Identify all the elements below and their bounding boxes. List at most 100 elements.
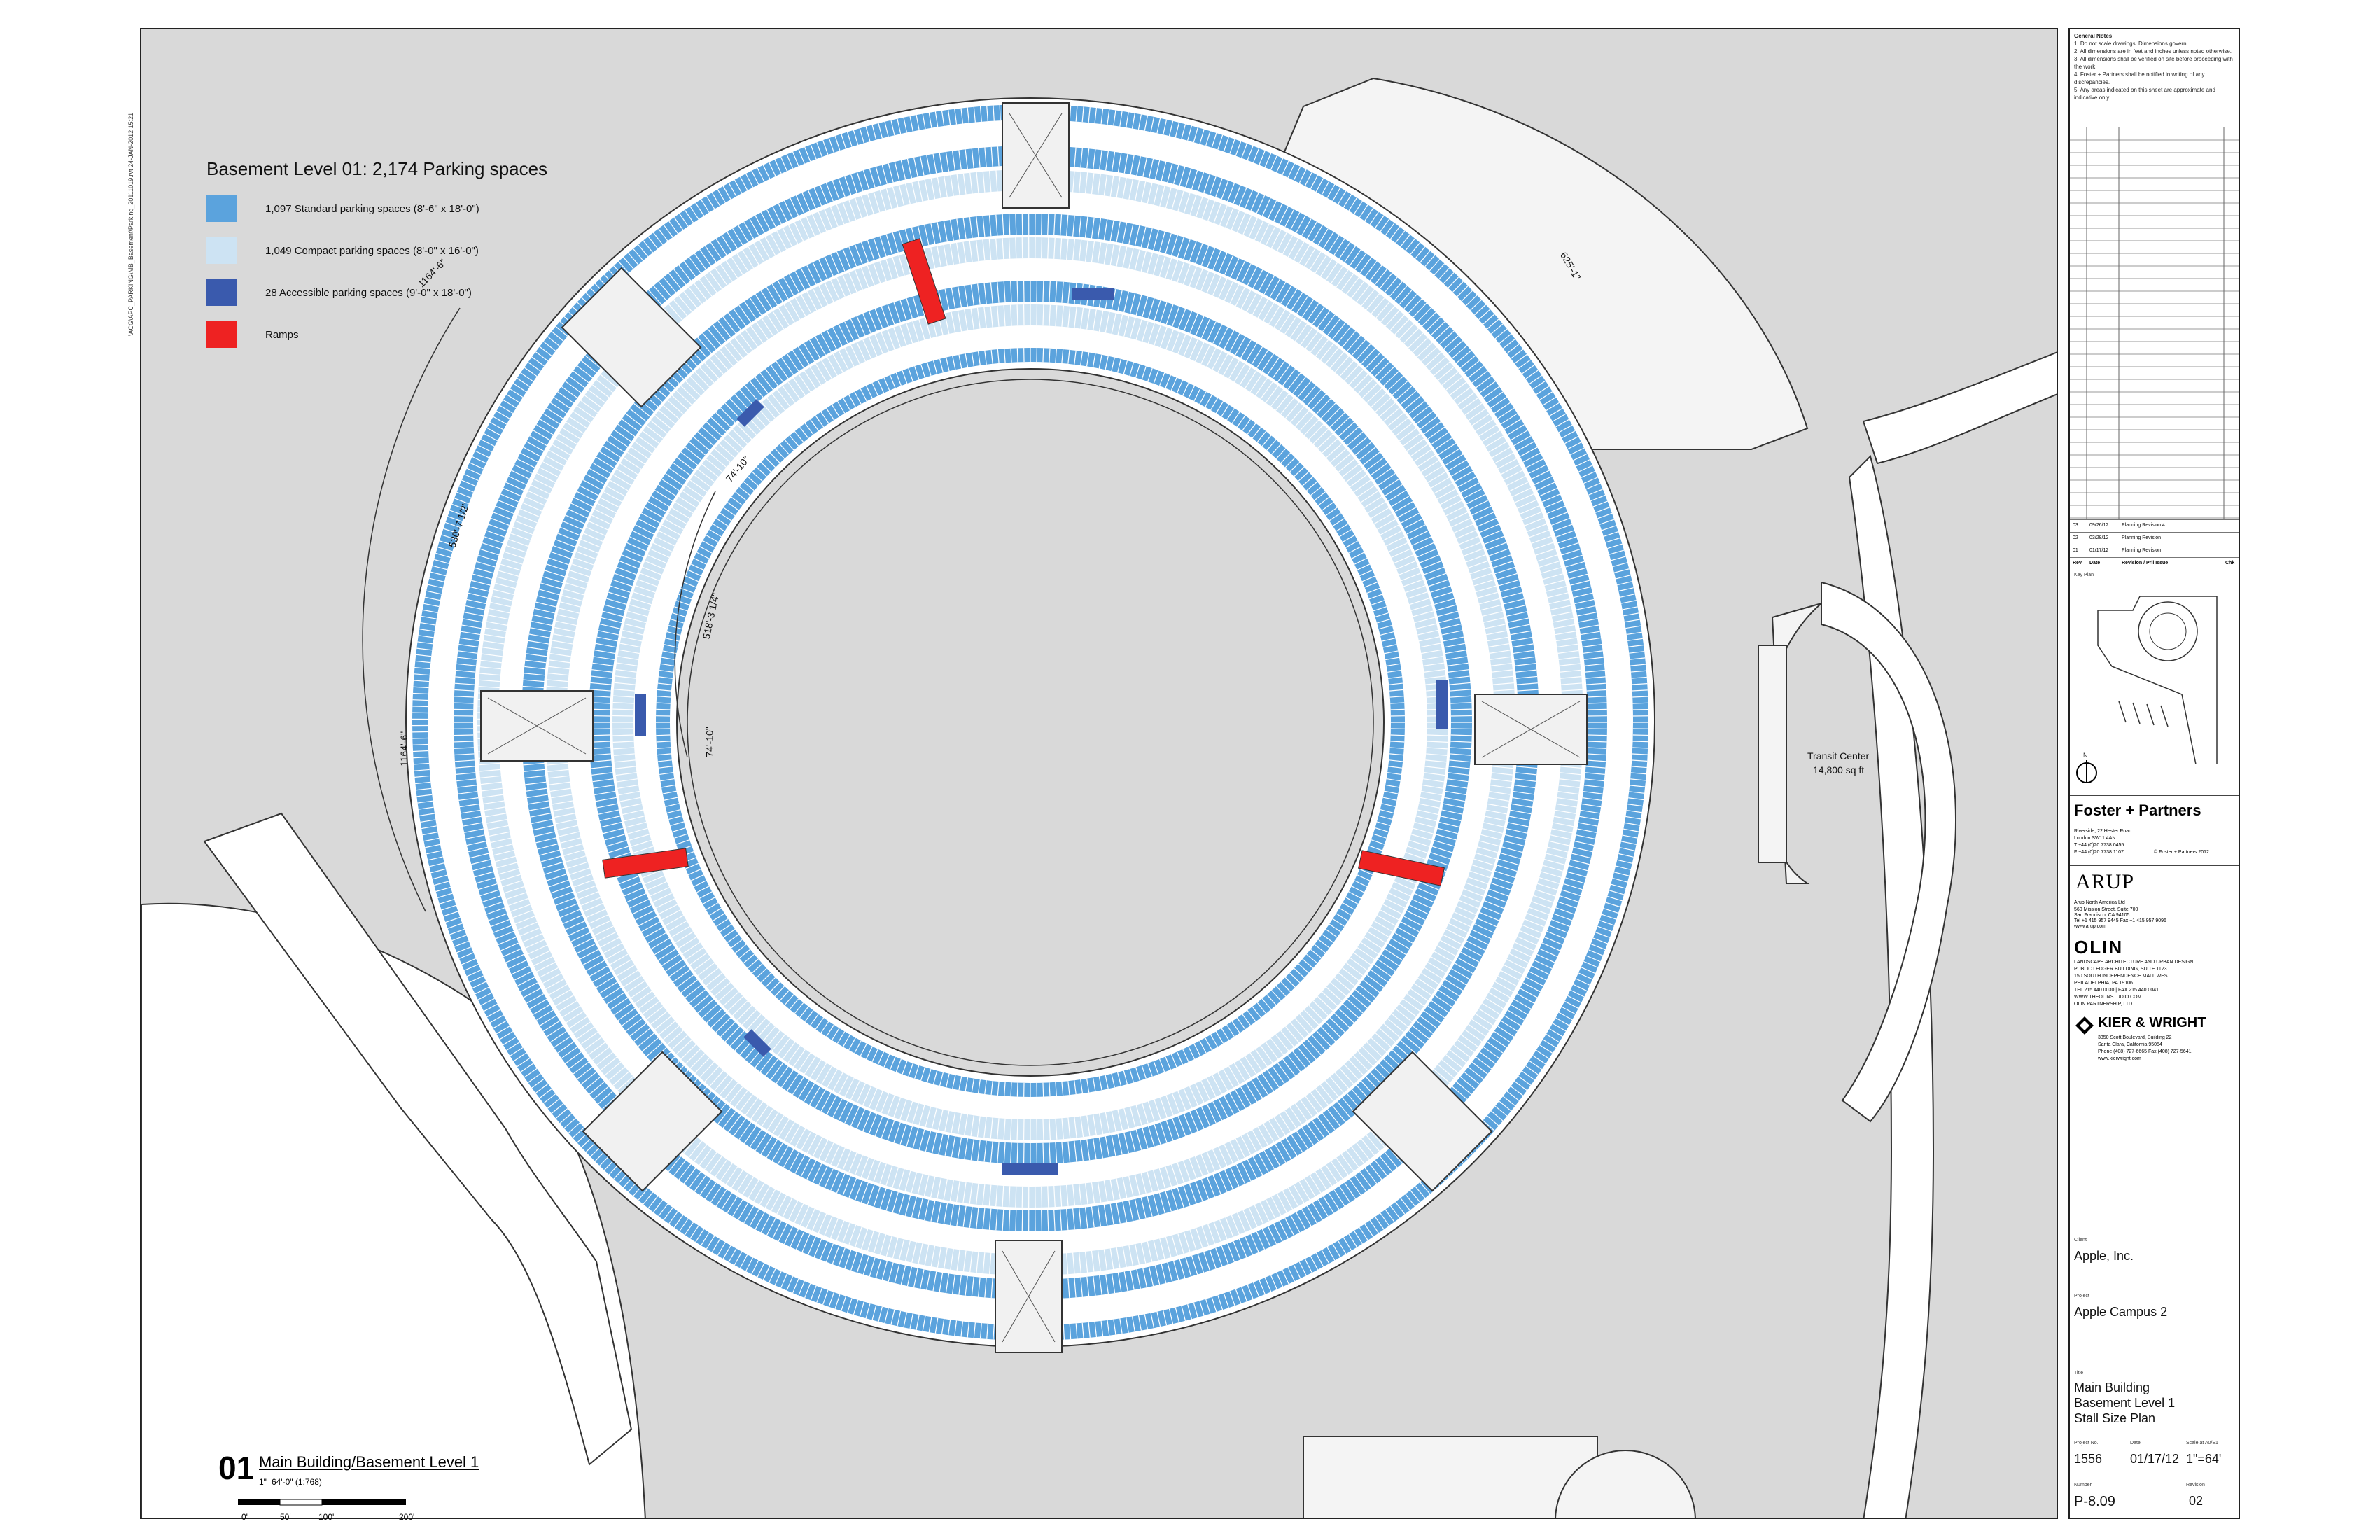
stall-divider bbox=[1315, 178, 1324, 192]
caption-scale: 1"=64'-0" (1:768) bbox=[259, 1477, 322, 1487]
stall-divider bbox=[1126, 1317, 1129, 1333]
dimension-label: 74'-10" bbox=[704, 727, 715, 757]
stall-divider bbox=[1245, 190, 1254, 209]
accessible-stalls-sw bbox=[743, 1029, 771, 1057]
stall-divider bbox=[1379, 402, 1396, 417]
stall-divider bbox=[594, 790, 616, 795]
stall-divider bbox=[1329, 1076, 1345, 1093]
stall-divider bbox=[1465, 554, 1486, 563]
stall-divider bbox=[1074, 1116, 1077, 1138]
stall-divider bbox=[1471, 413, 1490, 426]
stall-divider bbox=[1369, 1163, 1382, 1180]
stall-divider bbox=[1537, 883, 1558, 890]
stall-divider bbox=[580, 1031, 598, 1045]
stall-divider bbox=[1506, 828, 1527, 834]
stall-divider bbox=[1263, 1124, 1275, 1142]
stall-divider bbox=[1091, 1206, 1095, 1228]
stall-divider bbox=[1242, 419, 1251, 431]
stall-divider bbox=[673, 606, 688, 612]
stall-divider bbox=[924, 224, 930, 246]
stall-divider bbox=[1533, 895, 1554, 903]
stall-divider bbox=[964, 309, 969, 331]
stall-divider bbox=[855, 1180, 863, 1200]
stall-divider bbox=[1433, 1068, 1450, 1084]
stall-divider bbox=[1340, 273, 1354, 291]
stall-divider bbox=[617, 1007, 636, 1021]
stall-divider bbox=[1265, 1199, 1276, 1219]
stall-divider bbox=[906, 323, 913, 344]
stall-divider bbox=[1463, 888, 1484, 897]
stall-divider bbox=[794, 1154, 806, 1174]
stall-divider bbox=[496, 576, 517, 583]
stall-divider bbox=[1394, 881, 1414, 890]
stall-divider bbox=[969, 1182, 973, 1204]
stall-divider bbox=[1312, 1203, 1323, 1220]
stall-divider bbox=[832, 327, 843, 346]
stall-divider bbox=[580, 539, 601, 548]
stall-divider bbox=[1565, 561, 1585, 568]
stall-divider bbox=[736, 1172, 749, 1192]
stall-divider bbox=[1379, 1028, 1396, 1043]
stall-divider bbox=[725, 1166, 738, 1184]
stall-divider bbox=[760, 290, 773, 309]
stall-divider bbox=[536, 837, 556, 844]
stall-divider bbox=[1377, 915, 1396, 926]
stall-divider bbox=[750, 326, 764, 344]
stall-divider bbox=[765, 368, 778, 386]
stall-divider bbox=[503, 1036, 517, 1046]
stall-divider bbox=[1560, 676, 1582, 679]
stall-divider bbox=[536, 601, 556, 608]
stall-divider bbox=[547, 769, 569, 773]
stall-divider bbox=[668, 512, 687, 525]
stall-divider bbox=[1542, 396, 1557, 406]
stall-divider bbox=[441, 904, 456, 911]
stall-divider bbox=[842, 1034, 851, 1047]
stall-divider bbox=[1348, 1059, 1364, 1076]
stall-divider bbox=[557, 1041, 575, 1054]
stall-divider bbox=[526, 788, 547, 792]
stall-divider bbox=[722, 1245, 732, 1259]
stall-divider bbox=[1374, 361, 1390, 377]
stall-divider bbox=[580, 948, 599, 960]
stall-divider bbox=[449, 928, 465, 935]
stall-divider bbox=[1360, 941, 1379, 955]
stall-divider bbox=[827, 357, 838, 376]
stall-divider bbox=[990, 1117, 993, 1139]
stall-divider bbox=[722, 316, 736, 334]
stall-divider bbox=[1390, 1205, 1401, 1219]
stall-divider bbox=[1563, 554, 1583, 562]
stall-divider bbox=[743, 1126, 757, 1144]
stall-divider bbox=[962, 1205, 967, 1227]
stall-divider bbox=[551, 646, 573, 651]
firm-foster-partners: Foster + Partners Riverside, 22 Hester R… bbox=[2070, 796, 2239, 866]
stall-divider bbox=[948, 1320, 951, 1336]
stall-divider bbox=[1492, 682, 1514, 685]
stall-divider bbox=[548, 666, 570, 670]
stall-divider bbox=[860, 267, 869, 288]
stall-divider bbox=[937, 1177, 942, 1199]
stall-divider bbox=[685, 484, 704, 498]
stall-divider bbox=[784, 994, 794, 1006]
stall-divider bbox=[1437, 610, 1458, 617]
stall-divider bbox=[1415, 816, 1437, 822]
stall-divider bbox=[432, 874, 448, 880]
stall-divider bbox=[1099, 150, 1102, 170]
stall-divider bbox=[560, 909, 580, 918]
stall-divider bbox=[1183, 337, 1193, 357]
stall-divider bbox=[761, 402, 776, 419]
stall-divider bbox=[1444, 797, 1465, 802]
stall-divider bbox=[952, 1074, 956, 1089]
stall-divider bbox=[1289, 972, 1301, 983]
stall-divider bbox=[1408, 332, 1424, 349]
stall-divider bbox=[610, 585, 631, 593]
stall-divider bbox=[1391, 886, 1411, 897]
stall-divider bbox=[1276, 1272, 1284, 1287]
stall-divider bbox=[937, 177, 942, 198]
stall-divider bbox=[1003, 281, 1006, 303]
stall-divider bbox=[1254, 1205, 1264, 1224]
stall-divider bbox=[1513, 435, 1532, 447]
right-arc-road bbox=[1821, 581, 1956, 1123]
stall-divider bbox=[689, 441, 706, 456]
stall-divider bbox=[964, 1114, 969, 1135]
stall-divider bbox=[663, 1207, 673, 1221]
